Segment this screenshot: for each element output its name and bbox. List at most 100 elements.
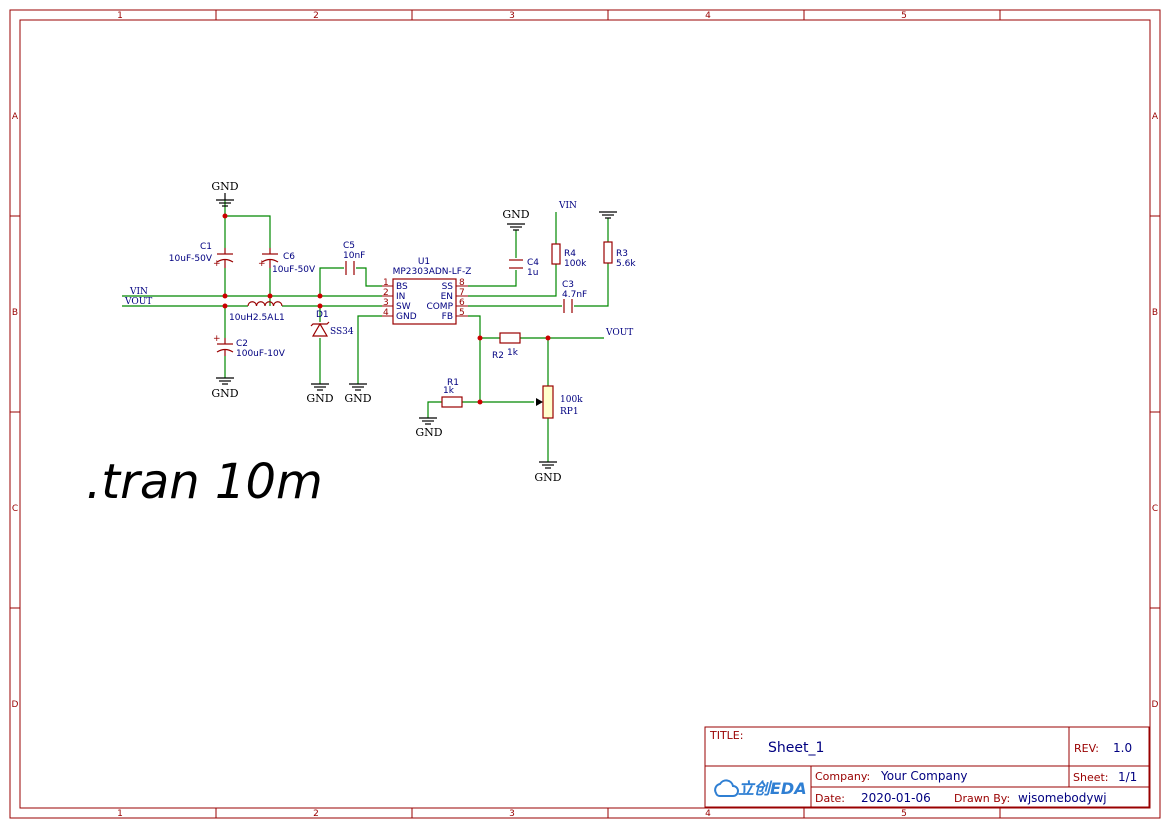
- row-label: C: [12, 504, 18, 514]
- ref-designator: C5: [343, 241, 355, 251]
- column-label: 5: [901, 809, 907, 819]
- capacitor-c3: C3 4.7nF: [562, 280, 587, 313]
- resistor-r2: R2 1k: [492, 332, 521, 361]
- column-label: 3: [509, 11, 515, 21]
- pin-number: 3: [383, 298, 389, 308]
- pin-number: 8: [459, 278, 465, 288]
- pin-name: SS: [442, 282, 454, 292]
- component-value: 100k: [560, 395, 583, 405]
- potentiometer-rp1: 100k RP1: [536, 385, 583, 419]
- capacitor-c6: + C6 10uF-50V: [258, 248, 316, 275]
- component-value: 10nF: [343, 251, 365, 261]
- column-label: 1: [117, 11, 123, 21]
- capacitor-c4: C4 1u: [509, 258, 539, 278]
- capacitor-c5: C5 10nF: [343, 241, 365, 275]
- ref-designator: C2: [236, 339, 248, 349]
- title-block: TITLE: Sheet_1 REV: 1.0 立创EDA Company: Y…: [704, 726, 1150, 808]
- diode-d1: D1 SS34: [310, 310, 354, 337]
- gnd-label: GND: [502, 208, 529, 221]
- ground-symbol-c4: GND: [502, 208, 530, 231]
- date-key: Date:: [815, 792, 845, 805]
- ref-designator: C4: [527, 258, 539, 268]
- ref-designator: C1: [200, 242, 212, 252]
- row-label: D: [12, 700, 19, 710]
- component-value: 10uF-50V: [272, 265, 316, 275]
- ref-designator: R2: [492, 351, 504, 361]
- ic-u1: U1 MP2303ADN-LF-Z 1 2 3 4 BS IN SW GND 8…: [382, 257, 471, 325]
- component-value: 1k: [507, 348, 519, 358]
- capacitor-c1: + C1 10uF-50V: [169, 242, 234, 269]
- svg-text:+: +: [213, 334, 221, 344]
- column-label: 3: [509, 809, 515, 819]
- gnd-label: GND: [344, 392, 371, 405]
- ground-symbol-u1: GND: [344, 383, 372, 405]
- net-label-vin: VIN: [129, 287, 148, 297]
- component-value: 100k: [564, 259, 587, 269]
- rev-key: REV:: [1074, 742, 1099, 755]
- wires: [122, 200, 609, 462]
- component-value: 4.7nF: [562, 290, 587, 300]
- resistor-r3: R3 5.6k: [603, 241, 636, 269]
- resistor-r1: R1 1k: [441, 378, 463, 408]
- pin-number: 2: [383, 288, 389, 298]
- net-label-vout: VOUT: [124, 297, 152, 307]
- title-key: TITLE:: [709, 729, 743, 742]
- column-label: 4: [705, 11, 711, 21]
- ref-designator: C3: [562, 280, 574, 290]
- column-label: 2: [313, 809, 319, 819]
- pin-name: FB: [442, 312, 453, 322]
- pin-name: BS: [396, 282, 408, 292]
- ground-symbol-c2: GND: [211, 377, 239, 400]
- ground-symbol-d1: GND: [306, 383, 334, 405]
- ref-designator: D1: [316, 310, 329, 320]
- pin-number: 4: [383, 308, 389, 318]
- simulation-directive: .tran 10m: [86, 454, 323, 510]
- drawing-frame: 1 2 3 4 5 1 2 3 4 5 A B C D A B C D: [9, 9, 1161, 819]
- pin-number: 7: [459, 288, 465, 298]
- component-value: 5.6k: [616, 259, 636, 269]
- ref-designator: L1: [274, 313, 285, 323]
- date-value: 2020-01-06: [861, 791, 931, 805]
- net-label-vout: VOUT: [605, 328, 633, 338]
- row-label: B: [12, 308, 18, 318]
- ground-symbol-r3: [599, 211, 617, 219]
- capacitor-c2: + C2 100uF-10V: [213, 334, 286, 359]
- ground-symbol-c1: GND: [211, 180, 239, 207]
- ref-designator: R3: [616, 249, 628, 259]
- row-label: D: [1152, 700, 1159, 710]
- row-label: A: [1152, 112, 1159, 122]
- drawn-by-key: Drawn By:: [954, 792, 1010, 805]
- ground-symbol-rp1: GND: [534, 461, 562, 484]
- ref-designator: C6: [283, 252, 295, 262]
- ref-designator: RP1: [560, 407, 579, 417]
- pin-name: COMP: [426, 302, 453, 312]
- sheet-key: Sheet:: [1073, 771, 1109, 784]
- gnd-label: GND: [306, 392, 333, 405]
- component-value: 10uH2.5A: [229, 313, 274, 323]
- company-value: Your Company: [880, 769, 968, 783]
- column-label: 5: [901, 11, 907, 21]
- pin-name: IN: [396, 292, 405, 302]
- rev-value: 1.0: [1113, 741, 1132, 755]
- pin-name: GND: [396, 312, 417, 322]
- ref-designator: U1: [418, 257, 430, 267]
- pin-number: 5: [459, 308, 465, 318]
- ref-designator: R1: [447, 378, 459, 388]
- sheet-value: 1/1: [1118, 770, 1137, 784]
- gnd-label: GND: [534, 471, 561, 484]
- component-value: 1k: [443, 386, 455, 396]
- column-label: 1: [117, 809, 123, 819]
- component-value: 10uF-50V: [169, 254, 213, 264]
- component-value: SS34: [330, 327, 354, 337]
- junctions: [222, 213, 551, 405]
- svg-text:+: +: [213, 259, 221, 269]
- row-label: A: [12, 112, 19, 122]
- component-value: 100uF-10V: [236, 349, 286, 359]
- net-label-vin: VIN: [558, 201, 577, 211]
- ref-designator: R4: [564, 249, 576, 259]
- pin-name: SW: [396, 302, 411, 312]
- gnd-label: GND: [415, 426, 442, 439]
- component-value: 1u: [527, 268, 538, 278]
- logo-text: 立创EDA: [738, 779, 807, 798]
